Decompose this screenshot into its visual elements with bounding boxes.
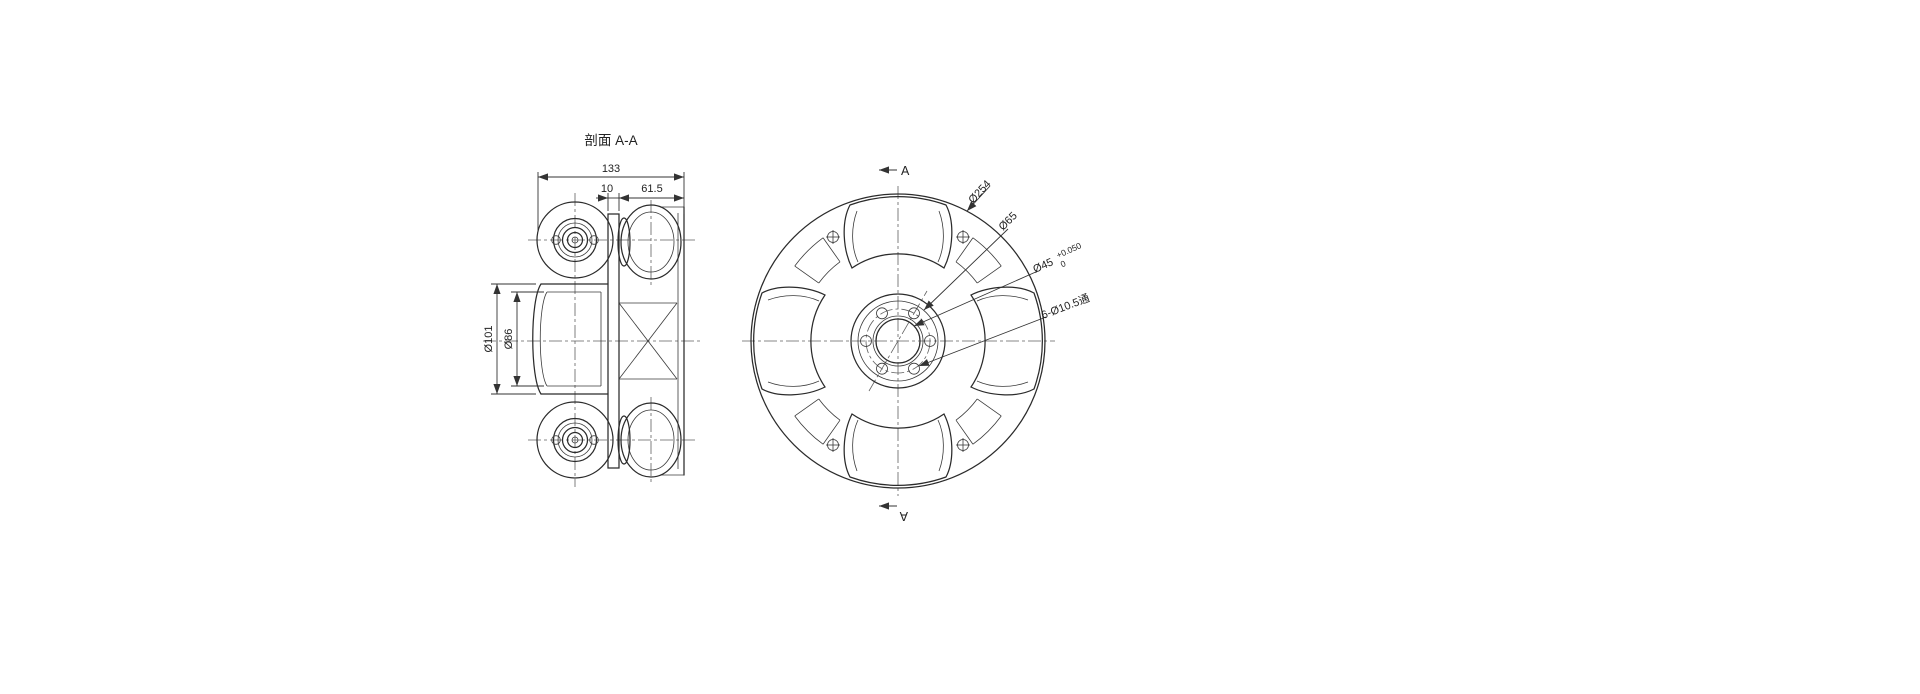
mounting-plate-edge [660, 206, 685, 476]
section-view: 133 10 61.5 Ø101 Ø86 剖面 A-A [483, 133, 700, 487]
hub-barrel-profile [532, 283, 609, 395]
front-centerlines [742, 186, 1055, 496]
dim-inner-dia: Ø86 [503, 329, 515, 350]
hub-face-circle [857, 300, 939, 382]
bracket-top-left [793, 236, 844, 287]
bracket-bottom-right [952, 395, 1003, 446]
front-view: Ø254 Ø65 Ø45 +0.050 0 6-Ø10.5通 A A [742, 164, 1091, 523]
front-annotations: Ø254 Ø65 Ø45 +0.050 0 6-Ø10.5通 [913, 178, 1091, 367]
label-bore-tol-upper: +0.050 [1055, 240, 1083, 260]
hub-flange-side [618, 302, 678, 380]
dim-right-width: 61.5 [641, 183, 662, 195]
section-plane-markers: A A [879, 164, 910, 523]
center-bore [875, 318, 921, 364]
bracket-screws [826, 230, 970, 452]
bracket-bottom-left [793, 395, 844, 446]
side-roller-bottom [617, 402, 682, 478]
bolt-circle [865, 308, 931, 374]
dim-web-width: 10 [601, 183, 613, 195]
label-bore-dia-group: Ø45 +0.050 0 [1031, 240, 1083, 275]
wheel-outer-circle [750, 193, 1046, 489]
label-bore-tol-lower: 0 [1059, 258, 1068, 269]
label-bolt-holes: 6-Ø10.5通 [1039, 291, 1091, 321]
section-centerlines [483, 193, 700, 487]
section-dimensions: 133 10 61.5 Ø101 Ø86 [483, 163, 685, 395]
dim-outer-dia: Ø101 [483, 326, 495, 353]
label-bore-dia: Ø45 [1031, 256, 1055, 275]
bracket-top-right [952, 236, 1003, 287]
dim-overall-width: 133 [602, 163, 620, 175]
section-marker-bottom: A [899, 509, 908, 523]
section-marker-top: A [901, 164, 910, 178]
hub-web-section [607, 213, 620, 469]
label-hub-dia: Ø65 [997, 210, 1020, 233]
bore-chamfer-circle [872, 315, 924, 367]
label-outer-dia: Ø254 [966, 178, 993, 206]
side-roller-top [617, 204, 682, 280]
hub-outer-circle [850, 293, 946, 389]
section-title: 剖面 A-A [584, 133, 637, 148]
